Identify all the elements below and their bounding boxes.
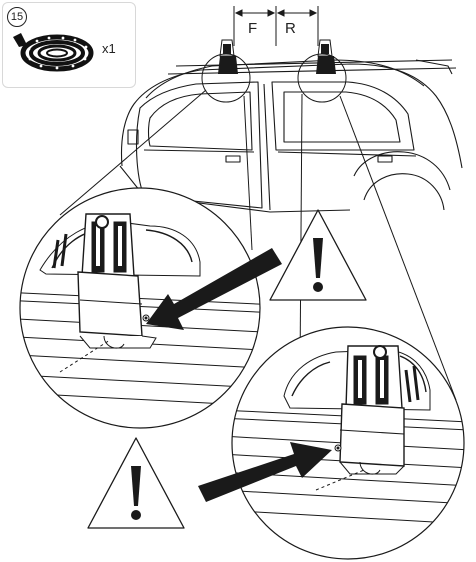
detail-zoom-rear xyxy=(231,326,465,560)
car-illustration xyxy=(119,59,463,213)
part-number: 15 xyxy=(7,7,27,27)
part-quantity: x1 xyxy=(102,41,116,56)
rear-dimension-label: R xyxy=(285,20,296,37)
warning-triangle-icon xyxy=(269,209,367,301)
arrow-rear-pointer xyxy=(198,442,332,502)
arrow-front-pointer xyxy=(146,248,282,330)
part-box: 15 x1 xyxy=(2,2,136,88)
front-dimension-label: F xyxy=(248,20,258,37)
zoom-circle-rear-small xyxy=(297,53,347,103)
zoom-circle-front-small xyxy=(201,53,251,103)
roof-foot-rear xyxy=(316,39,336,74)
warning-triangle-icon xyxy=(87,437,185,529)
zoom-leader-lines xyxy=(59,89,457,401)
roof-foot-front xyxy=(218,39,238,74)
dimension-lines xyxy=(233,6,319,46)
detail-zoom-front xyxy=(19,187,261,429)
strap-roll-icon xyxy=(13,33,94,72)
